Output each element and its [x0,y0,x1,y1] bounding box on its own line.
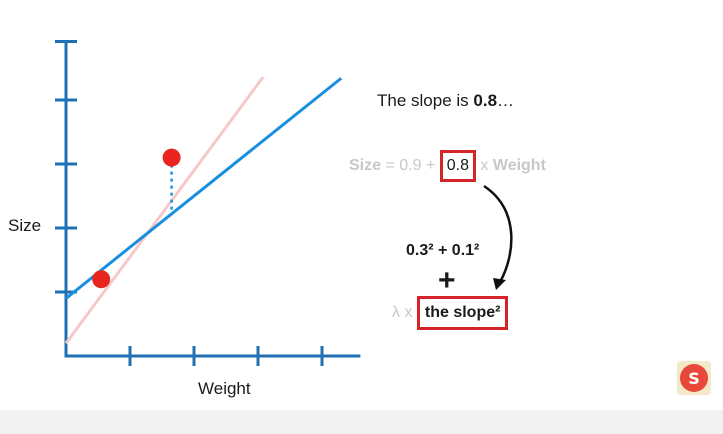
slope-value-box: 0.8 [439,150,476,182]
bottom-bar [0,410,723,434]
svg-text:S: S [688,369,700,388]
y-axis-label: Size [8,216,42,235]
x-axis-label: Weight [198,379,251,398]
arrow [483,184,513,283]
data-point [162,148,181,167]
fitted-line [65,77,343,300]
data-point [92,270,111,289]
statquest-logo-icon: S [677,361,711,395]
the-slope-box: the slope² [416,296,509,330]
least-squares-line [64,76,265,345]
data-points [92,148,181,289]
penalty-term: λ x the slope² [392,296,509,330]
equation: Size = 0.9 + 0.8 x Weight [349,150,546,182]
plus-sign: + [438,264,456,297]
slope-heading: The slope is 0.8… [377,91,515,110]
regression-lines [64,76,343,345]
squared-residuals: 0.3² + 0.1² [406,242,480,259]
arrow-head-icon [493,278,506,290]
axes [55,40,361,366]
